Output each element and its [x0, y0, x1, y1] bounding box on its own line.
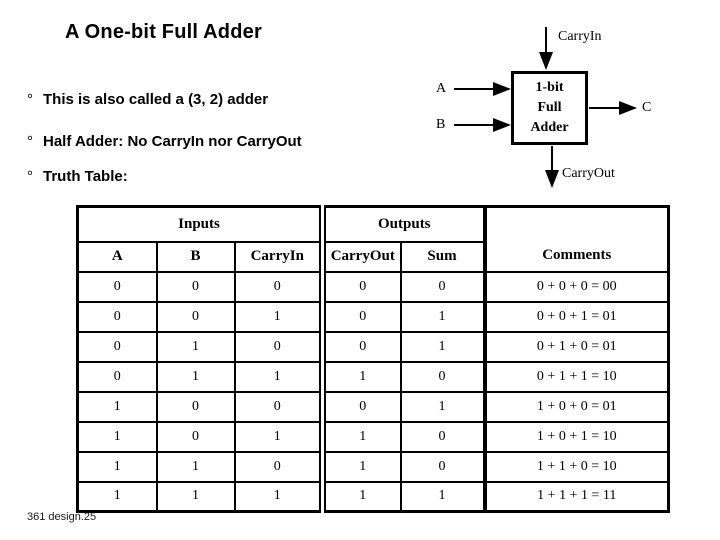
cell-b: 0	[155, 420, 236, 453]
column-header-carryout: CarryOut	[321, 240, 402, 273]
cell-b: 1	[155, 480, 236, 513]
cell-b: 1	[155, 450, 236, 483]
cell-carryin: 0	[233, 270, 327, 303]
cell-comment: 1 + 1 + 0 = 10	[482, 450, 670, 483]
cell-comment: 1 + 0 + 0 = 01	[482, 390, 670, 423]
cell-a: 1	[76, 390, 158, 423]
cell-b: 0	[155, 270, 236, 303]
cell-comment: 0 + 0 + 1 = 01	[482, 300, 670, 333]
cell-sum: 0	[399, 420, 486, 453]
table-row: 1 1 0 1 0 1 + 1 + 0 = 10	[76, 450, 670, 483]
cell-comment: 0 + 0 + 0 = 00	[482, 270, 670, 303]
cell-carryout: 1	[321, 360, 402, 393]
cell-comment: 1 + 0 + 1 = 10	[482, 420, 670, 453]
outputs-group-header: Outputs	[321, 205, 486, 243]
column-header-b: B	[155, 240, 236, 273]
cell-a: 1	[76, 420, 158, 453]
cell-carryin: 1	[233, 300, 327, 333]
bullet-text: Half Adder: No CarryIn nor CarryOut	[43, 133, 302, 150]
cell-carryout: 1	[321, 420, 402, 453]
bullet-marker-icon: °	[27, 133, 33, 150]
cell-comment: 1 + 1 + 1 = 11	[482, 480, 670, 513]
inputs-group-header: Inputs	[76, 205, 327, 243]
page-title: A One-bit Full Adder	[65, 21, 262, 43]
column-header-carryin: CarryIn	[233, 240, 327, 273]
cell-sum: 1	[399, 480, 486, 513]
cell-a: 0	[76, 300, 158, 333]
full-adder-box: 1-bit Full Adder	[511, 71, 588, 145]
cell-carryin: 0	[233, 390, 327, 423]
bullet-marker-icon: °	[27, 91, 33, 108]
table-row: 1 0 0 0 1 1 + 0 + 0 = 01	[76, 390, 670, 423]
table-row: 0 1 0 0 1 0 + 1 + 0 = 01	[76, 330, 670, 363]
column-header-sum: Sum	[399, 240, 486, 273]
cell-sum: 0	[399, 360, 486, 393]
input-a-label: A	[436, 81, 447, 96]
cell-carryout: 1	[321, 480, 402, 513]
column-header-a: A	[76, 240, 158, 273]
cell-carryin: 1	[233, 360, 327, 393]
cell-b: 0	[155, 300, 236, 333]
bullet-marker-icon: °	[27, 168, 33, 185]
table-row: 1 0 1 1 0 1 + 0 + 1 = 10	[76, 420, 670, 453]
cell-carryin: 0	[233, 330, 327, 363]
cell-sum: 1	[399, 300, 486, 333]
cell-b: 1	[155, 360, 236, 393]
carryin-label: CarryIn	[558, 29, 602, 44]
cell-sum: 1	[399, 330, 486, 363]
cell-sum: 0	[399, 270, 486, 303]
table-row: 1 1 1 1 1 1 + 1 + 1 = 11	[76, 480, 670, 513]
cell-b: 1	[155, 330, 236, 363]
output-c-label: C	[642, 100, 652, 115]
cell-carryout: 0	[321, 300, 402, 333]
cell-a: 0	[76, 330, 158, 363]
cell-sum: 1	[399, 390, 486, 423]
bullet-item-3: ° Truth Table:	[27, 168, 128, 185]
carryout-label: CarryOut	[562, 166, 615, 181]
cell-carryout: 0	[321, 270, 402, 303]
cell-a: 0	[76, 270, 158, 303]
full-adder-box-line: Adder	[530, 120, 569, 135]
cell-carryout: 0	[321, 390, 402, 423]
cell-comment: 0 + 1 + 1 = 10	[482, 360, 670, 393]
bullet-item-1: ° This is also called a (3, 2) adder	[27, 91, 268, 108]
slide-footer: 361 design.25	[27, 511, 97, 523]
full-adder-box-line: 1-bit	[535, 80, 564, 95]
input-b-label: B	[436, 117, 446, 132]
cell-comment: 0 + 1 + 0 = 01	[482, 330, 670, 363]
cell-b: 0	[155, 390, 236, 423]
cell-carryout: 1	[321, 450, 402, 483]
cell-a: 0	[76, 360, 158, 393]
truth-table: Inputs Outputs Comments A B CarryIn Carr…	[76, 205, 671, 513]
cell-carryin: 0	[233, 450, 327, 483]
cell-sum: 0	[399, 450, 486, 483]
cell-carryout: 0	[321, 330, 402, 363]
cell-carryin: 1	[233, 480, 327, 513]
table-row: 0 0 0 0 0 0 + 0 + 0 = 00	[76, 270, 670, 303]
column-header-comments: Comments	[482, 205, 670, 273]
cell-carryin: 1	[233, 420, 327, 453]
full-adder-box-line: Full	[537, 100, 562, 115]
bullet-text: This is also called a (3, 2) adder	[43, 91, 269, 108]
cell-a: 1	[76, 480, 158, 513]
cell-a: 1	[76, 450, 158, 483]
bullet-text: Truth Table:	[43, 168, 128, 185]
table-row: 0 1 1 1 0 0 + 1 + 1 = 10	[76, 360, 670, 393]
adder-diagram-graphics	[454, 27, 637, 188]
bullet-item-2: ° Half Adder: No CarryIn nor CarryOut	[27, 133, 302, 150]
table-row: 0 0 1 0 1 0 + 0 + 1 = 01	[76, 300, 670, 333]
